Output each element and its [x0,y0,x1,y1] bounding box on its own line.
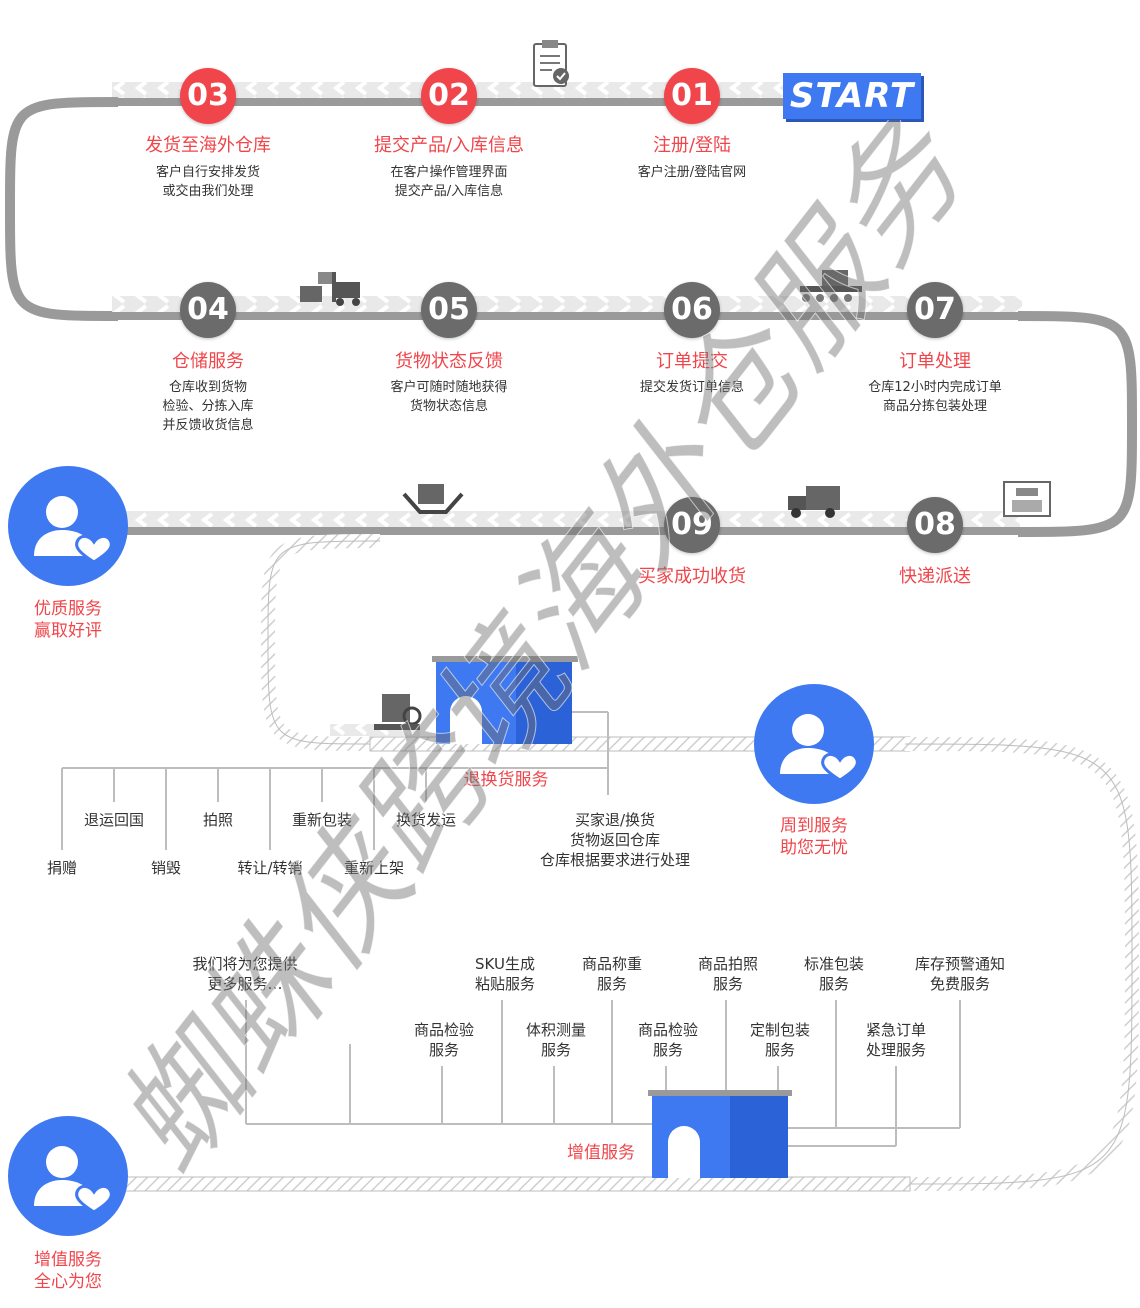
value-added-service-text: 增值服务 全心为您 [34,1250,102,1292]
avatar-value-added-service [8,1116,128,1236]
road-right-curve [1017,311,1138,537]
step-title-02: 提交产品/入库信息 [373,135,525,156]
value-added-item: 体积测量 服务 [525,1021,586,1059]
step-desc-06: 提交发货订单信息 [639,380,744,395]
value-added-item: 我们将为您提供 更多服务… [192,955,298,993]
clipboard-check-icon [533,40,569,87]
step-circle-01: 01 [664,68,720,124]
avatar-thoughtful-service [754,684,874,804]
value-added-item: 定制包装 服务 [749,1021,810,1059]
road-left-curve [4,97,119,321]
step-title-03: 发货至海外仓库 [145,135,271,156]
step-title-08: 快递派送 [899,566,971,587]
value-added-warehouse-icon [648,1090,792,1178]
step-circle-05: 05 [421,282,477,338]
step-circle-02: 02 [421,68,477,124]
quality-service-text: 优质服务 赢取好评 [34,599,102,641]
value-added-item: 库存预警通知 免费服务 [914,955,1005,993]
delivery-truck-icon [788,486,840,518]
path-returns-curve [260,534,381,751]
step-desc-01: 客户注册/登陆官网 [637,165,747,180]
returns-option: 捐赠 [46,859,77,877]
returns-desc: 买家退/换货 货物返回仓库 仓库根据要求进行处理 [539,811,690,869]
avatar-quality-service [8,466,128,586]
returns-option: 重新包装 [291,811,352,829]
start-badge: START [783,73,921,119]
step-circle-03: 03 [180,68,236,124]
forklift-icon [300,272,360,306]
path-right-big-curve-outline [904,743,1133,1185]
step-circle-04: 04 [180,282,236,338]
user-heart-icon [34,1146,113,1214]
step-circle-06: 06 [664,282,720,338]
step-circle-09: 09 [664,497,720,553]
value-added-item: 商品检验 服务 [637,1021,698,1059]
value-added-item: 商品拍照 服务 [697,955,758,993]
step-desc-03: 客户自行安排发货 或交由我们处理 [155,165,260,199]
conveyor-belt-icon [800,270,862,302]
user-heart-icon [780,714,859,782]
value-added-item: 商品称重 服务 [581,955,642,993]
step-title-06: 订单提交 [656,351,728,372]
value-added-item: 紧急订单 处理服务 [865,1021,926,1059]
returns-title: 退换货服务 [463,770,549,790]
step-title-01: 注册/登陆 [652,135,732,156]
step-desc-02: 在客户操作管理界面 提交产品/入库信息 [390,165,508,199]
value-added-item: 标准包装 服务 [803,955,864,993]
step-desc-04: 仓库收到货物 检验、分拣入库 并反馈收货信息 [162,380,254,433]
step-desc-07: 仓库12小时内完成订单 商品分拣包装处理 [868,380,1002,414]
road-row3-edge [120,527,1020,535]
step-title-05: 货物状态反馈 [395,351,503,372]
step-title-07: 订单处理 [899,351,971,372]
value-added-item: SKU生成 粘贴服务 [474,955,535,993]
box-inspect-icon [374,694,422,730]
step-title-04: 仓储服务 [172,351,244,372]
returns-option: 销毁 [150,859,181,877]
road-row3-lane [120,511,1020,527]
returns-option: 退运回国 [83,811,144,829]
step-desc-05: 客户可随时随地获得 货物状态信息 [390,380,508,414]
step-title-09: 买家成功收货 [638,566,746,587]
returns-option: 换货发运 [395,811,456,829]
road-row2-lane [112,296,1022,312]
warehouse-shelf-icon [1003,481,1051,517]
step-circle-08: 08 [907,497,963,553]
returns-option: 转让/转销 [237,859,303,877]
hand-box-icon [402,484,464,514]
returns-option: 重新上架 [343,859,404,877]
value-added-item: 商品检验 服务 [413,1021,474,1059]
path-bottom-row [119,1176,911,1192]
step-circle-07: 07 [907,282,963,338]
user-heart-icon [34,496,113,564]
value-added-title: 增值服务 [567,1143,635,1163]
returns-warehouse-icon [432,656,578,744]
thoughtful-service-text: 周到服务 助您无忧 [780,816,848,858]
path-returns-curve-outline [267,540,381,745]
returns-option: 拍照 [202,811,233,829]
road-row2-edge [112,312,1022,320]
